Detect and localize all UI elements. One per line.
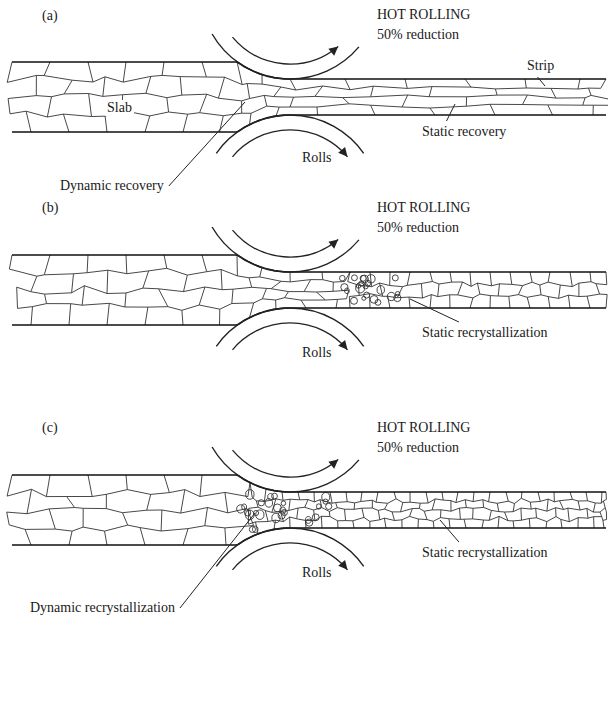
arrow-head — [328, 47, 347, 157]
grain-boundaries — [7, 62, 608, 132]
rotation-arrow — [233, 37, 348, 157]
strip-outline — [12, 62, 606, 132]
rotation-arrow — [233, 450, 348, 570]
text-label: 50% reduction — [375, 27, 461, 43]
rotation-arrow — [233, 230, 348, 350]
strip-outline — [12, 475, 606, 545]
text-label: HOT ROLLING — [375, 7, 472, 23]
arrow-head — [328, 460, 347, 570]
text-label: Rolls — [300, 150, 334, 166]
text-label: Rolls — [300, 345, 334, 361]
text-label: Rolls — [300, 565, 334, 581]
roll-outline — [212, 227, 364, 346]
text-label: Slab — [105, 100, 134, 116]
text-label: Static recovery — [420, 124, 508, 140]
text-label: Strip — [525, 58, 556, 74]
text-label: HOT ROLLING — [375, 420, 472, 436]
text-label: 50% reduction — [375, 440, 461, 456]
grain-boundaries — [7, 475, 607, 545]
text-label: (b) — [40, 200, 60, 216]
text-label: Static recrystallization — [420, 545, 550, 561]
roll-outline — [212, 447, 364, 566]
text-label: (a) — [40, 8, 60, 24]
text-label: Dynamic recrystallization — [28, 600, 177, 616]
arrow-head — [328, 240, 347, 350]
text-label: Dynamic recovery — [58, 178, 166, 194]
text-label: HOT ROLLING — [375, 200, 472, 216]
strip-outline — [12, 255, 606, 325]
grain-boundaries — [9, 255, 607, 325]
roll-outline — [212, 34, 364, 153]
text-label: 50% reduction — [375, 220, 461, 236]
text-label: Static recrystallization — [420, 325, 550, 341]
text-label: (c) — [40, 420, 60, 436]
leader-line — [169, 77, 545, 608]
